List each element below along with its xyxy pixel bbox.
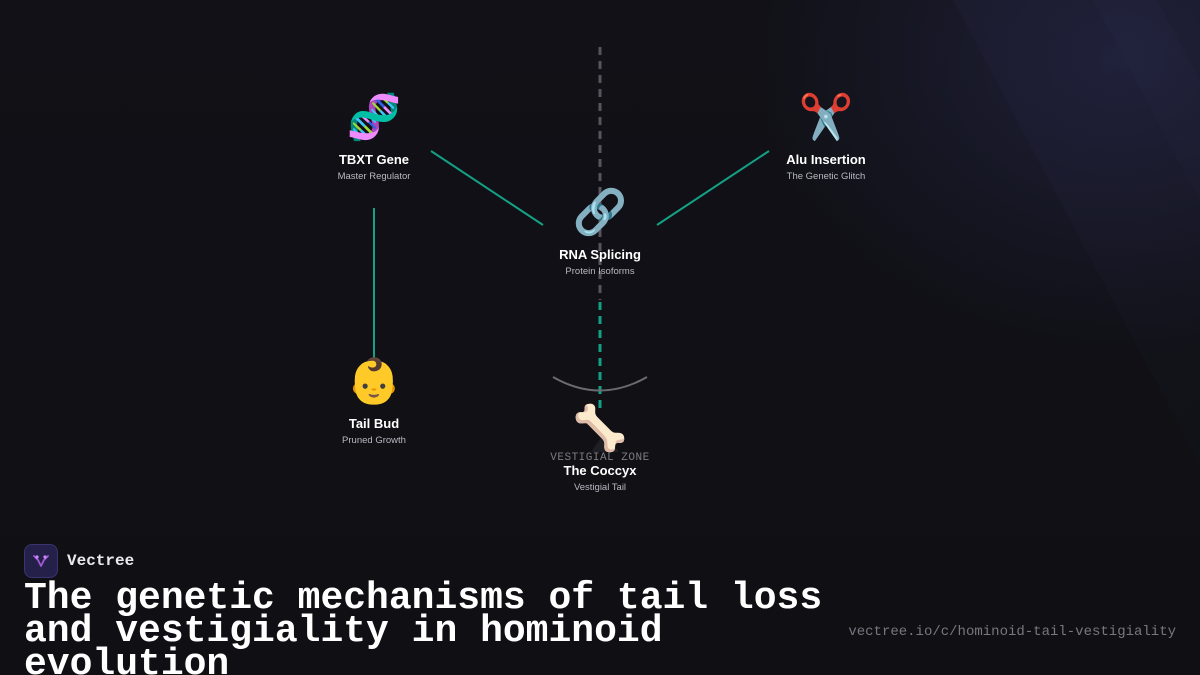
node-tbxt-gene: 🧬 TBXT Gene Master Regulator <box>284 90 464 182</box>
node-tail-bud: 👶 Tail Bud Pruned Growth <box>284 354 464 446</box>
node-subtitle: The Genetic Glitch <box>786 171 866 182</box>
connector-tbxt-to-rna <box>430 150 544 226</box>
node-coccyx: 🦴 The Coccyx Vestigial Tail <box>510 401 690 493</box>
source-url: vectree.io/c/hominoid-tail-vestigiality <box>848 624 1176 640</box>
brand-name: Vectree <box>67 552 135 570</box>
connector-alu-to-rna <box>656 150 770 226</box>
node-subtitle: Protein Isoforms <box>565 266 635 277</box>
node-rna-splicing: 🔗 RNA Splicing Protein Isoforms <box>510 185 690 277</box>
node-title: Tail Bud <box>348 416 400 431</box>
bone-icon: 🦴 <box>572 403 628 454</box>
node-title: The Coccyx <box>563 463 637 478</box>
node-subtitle: Pruned Growth <box>342 435 406 446</box>
vectree-logo-icon <box>24 544 58 578</box>
node-title: Alu Insertion <box>786 152 866 167</box>
vestigial-zone-arc <box>552 376 648 392</box>
node-alu-insertion: ✂️ Alu Insertion The Genetic Glitch <box>736 90 916 182</box>
baby-icon: 👶 <box>346 356 402 407</box>
page-title-line: and vestigiality in hominoid evolution <box>24 610 663 675</box>
brand: Vectree <box>24 544 134 578</box>
page-title-line: The genetic mechanisms of tail loss <box>24 577 823 620</box>
vestigial-zone-label: VESTIGIAL ZONE <box>550 452 650 464</box>
node-subtitle: Vestigial Tail <box>573 482 627 493</box>
scissors-icon: ✂️ <box>798 92 854 143</box>
node-title: TBXT Gene <box>338 152 410 167</box>
page-title: The genetic mechanisms of tail loss and … <box>24 577 864 675</box>
vestigial-zone-marker <box>591 432 619 452</box>
node-title: RNA Splicing <box>559 247 641 262</box>
dna-icon: 🧬 <box>346 92 402 143</box>
link-icon: 🔗 <box>572 187 628 238</box>
node-subtitle: Master Regulator <box>337 171 411 182</box>
